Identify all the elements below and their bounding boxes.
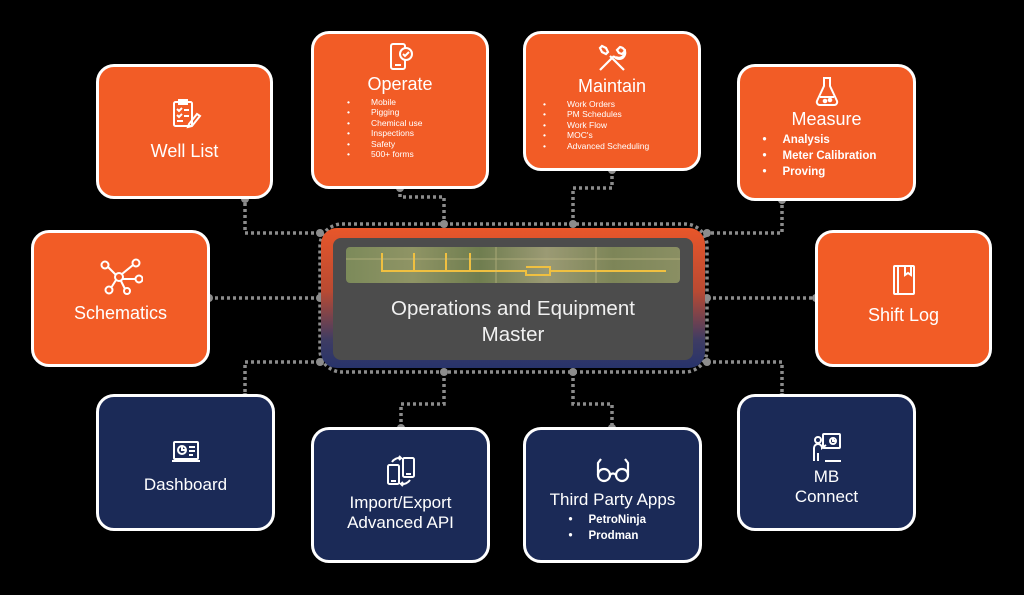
shift-log-box[interactable]: Shift Log (815, 230, 992, 367)
import-export-title: Import/Export Advanced API (347, 493, 454, 533)
mb-connect-title-line1: MB (813, 467, 840, 486)
clipboard-checklist-icon (172, 99, 201, 129)
list-item: Mobile (345, 97, 455, 108)
maintain-box[interactable]: Maintain Work Orders PM Schedules Work F… (523, 31, 701, 171)
center-title-line1: Operations and Equipment (391, 297, 635, 320)
list-item: Work Orders (541, 99, 683, 110)
third-party-apps-title: Third Party Apps (549, 490, 676, 509)
presenter-icon (812, 433, 841, 462)
center-title: Operations and Equipment Master (333, 296, 693, 348)
list-item: Advanced Scheduling (541, 141, 683, 152)
dashboard-box[interactable]: Dashboard (96, 394, 275, 531)
list-item: Chemical use (345, 118, 455, 129)
phone-sync-icon (386, 455, 415, 487)
book-icon (892, 265, 915, 295)
dashboard-title: Dashboard (143, 475, 228, 494)
mb-connect-title-line2: Connect (794, 487, 859, 506)
import-export-title-line1: Import/Export (349, 493, 452, 512)
list-item: PM Schedules (541, 109, 683, 120)
list-item: Safety (345, 139, 455, 150)
list-item: Inspections (345, 128, 455, 139)
list-item: PetroNinja (567, 512, 659, 528)
import-export-title-line2: Advanced API (347, 513, 454, 532)
third-party-apps-box[interactable]: Third Party Apps PetroNinja Prodman (523, 427, 702, 563)
measure-box[interactable]: Measure Analysis Meter Calibration Provi… (737, 64, 916, 201)
flask-icon (815, 77, 838, 106)
mobile-check-icon (390, 43, 413, 70)
operate-box[interactable]: Operate Mobile Pigging Chemical use Insp… (311, 31, 489, 189)
schematics-box[interactable]: Schematics (31, 230, 210, 367)
list-item: Proving (761, 164, 893, 180)
list-item: 500+ forms (345, 149, 455, 160)
maintain-list: Work Orders PM Schedules Work Flow MOC's… (541, 99, 683, 151)
center-title-line2: Master (481, 323, 545, 346)
operate-list: Mobile Pigging Chemical use Inspections … (345, 97, 455, 160)
measure-list: Analysis Meter Calibration Proving (761, 132, 893, 180)
mb-connect-box[interactable]: MB Connect (737, 394, 916, 531)
list-item: Pigging (345, 107, 455, 118)
maintain-title: Maintain (577, 76, 647, 96)
well-list-box[interactable]: Well List (96, 64, 273, 199)
list-item: MOC's (541, 130, 683, 141)
well-list-title: Well List (150, 141, 219, 161)
monitor-chart-icon (171, 441, 200, 462)
schematics-title: Schematics (73, 303, 168, 323)
import-export-box[interactable]: Import/Export Advanced API (311, 427, 490, 563)
wrench-screwdriver-icon (598, 44, 627, 71)
shift-log-title: Shift Log (867, 305, 940, 325)
operate-title: Operate (367, 74, 433, 94)
network-nodes-icon (100, 258, 143, 295)
third-party-apps-list: PetroNinja Prodman (567, 512, 659, 544)
glasses-icon (596, 458, 629, 483)
list-item: Meter Calibration (761, 148, 893, 164)
mb-connect-title: MB Connect (795, 467, 858, 507)
map-banner-image (346, 247, 680, 283)
list-item: Work Flow (541, 120, 683, 131)
measure-title: Measure (791, 109, 862, 129)
list-item: Prodman (567, 528, 659, 544)
list-item: Analysis (761, 132, 893, 148)
